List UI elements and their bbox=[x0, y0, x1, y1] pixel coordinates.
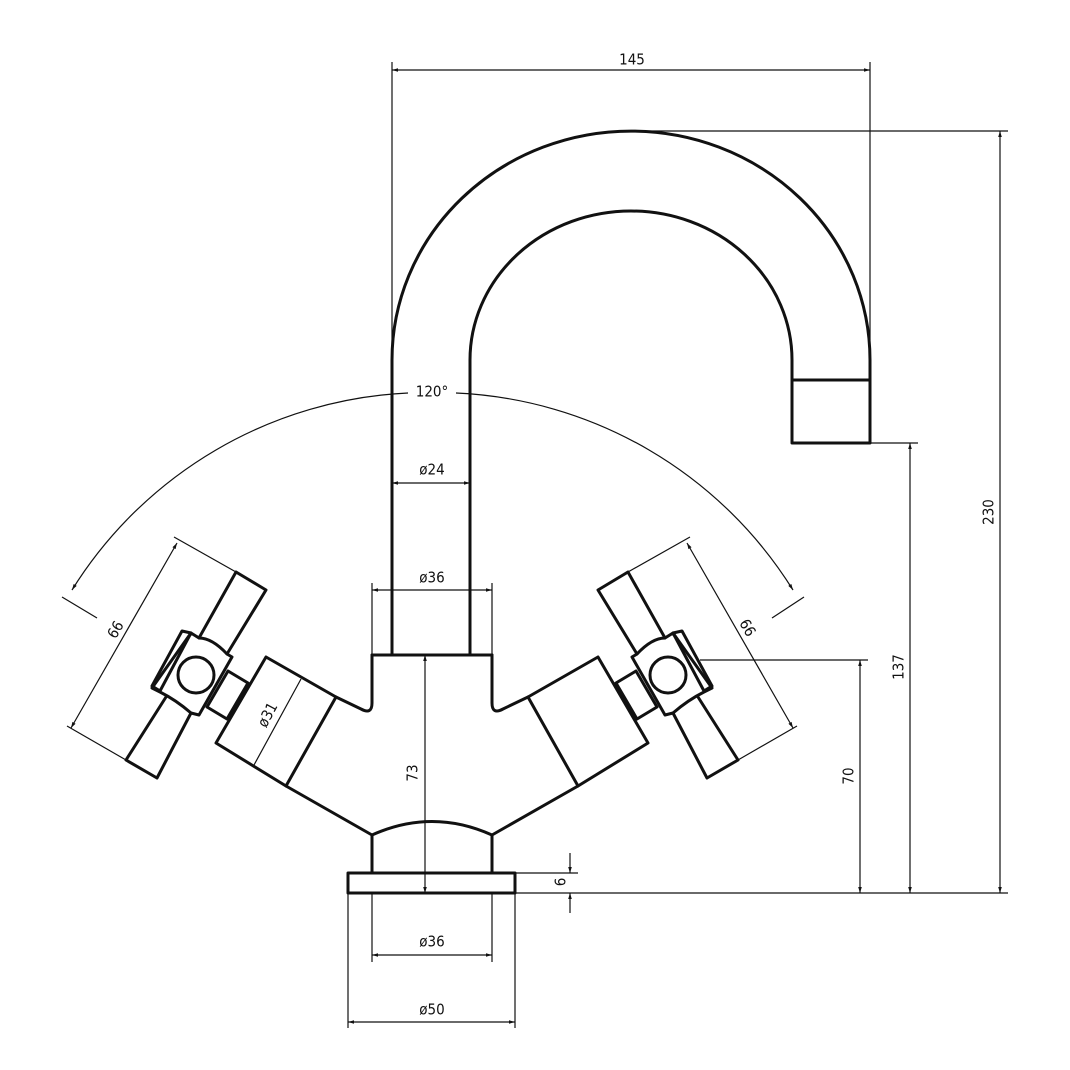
dim-body-diameter-top: ø36 bbox=[419, 569, 444, 587]
dimension-lines bbox=[347, 62, 1008, 1028]
dim-base-thickness: 6 bbox=[552, 878, 570, 887]
dim-base-diameter: ø50 bbox=[419, 1001, 444, 1019]
lever-arm-lower bbox=[671, 695, 740, 780]
dim-overall-height: 230 bbox=[980, 499, 998, 525]
dim-body-diameter-bottom: ø36 bbox=[419, 933, 444, 951]
dim-handle-span-left: 66 bbox=[103, 618, 127, 642]
hub-circle bbox=[648, 655, 688, 695]
dim-handle-angle: 120° bbox=[416, 383, 449, 401]
spindle bbox=[614, 669, 659, 721]
valve-diameter-dim-line bbox=[253, 678, 302, 766]
dim-overall-width: 145 bbox=[619, 51, 645, 69]
angle-dimension bbox=[61, 392, 805, 619]
dim-spout-outlet-height: 137 bbox=[890, 654, 908, 680]
left-handle bbox=[66, 536, 374, 875]
spout bbox=[390, 129, 872, 657]
right-handle bbox=[526, 536, 798, 788]
tap-body bbox=[346, 653, 580, 895]
dim-body-height: 73 bbox=[404, 764, 422, 781]
dim-spout-diameter: ø24 bbox=[419, 461, 444, 479]
dim-handle-span-right: 66 bbox=[735, 616, 759, 640]
dim-valve-diameter: ø31 bbox=[254, 699, 282, 730]
dim-handle-axis-height: 70 bbox=[840, 767, 858, 784]
lever-arm-upper bbox=[596, 570, 667, 656]
valve-housing bbox=[526, 655, 650, 788]
